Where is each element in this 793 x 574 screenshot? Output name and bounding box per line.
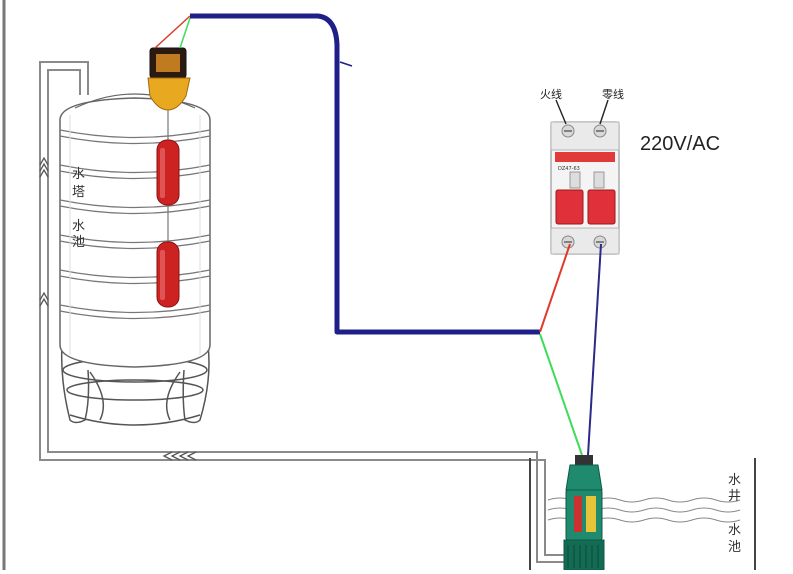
water-tank-icon (59, 93, 211, 426)
live-wire (539, 243, 571, 333)
live-wire-label: 火线 (540, 87, 562, 101)
svg-text:DZ47-63: DZ47-63 (558, 166, 580, 172)
flow-arrow-icon (162, 451, 197, 461)
well-label-char-1: 水 (728, 473, 741, 488)
well-label-char-3: 水 (728, 523, 741, 538)
neutral-wire (587, 243, 602, 456)
voltage-label: 220V/AC (640, 133, 720, 155)
float-switch-icon (147, 47, 191, 308)
submersible-pump-icon (563, 455, 605, 571)
circuit-breaker-icon: DZ47-63 (550, 121, 620, 255)
well-label-char-2: 井 (728, 489, 741, 504)
neutral-wire-label: 零线 (602, 87, 624, 101)
tank-label-char-2: 塔 (72, 185, 85, 200)
tank-label-char-4: 池 (72, 235, 85, 250)
flow-arrow-icon (39, 156, 49, 307)
ground-wire (539, 333, 583, 456)
control-cable (190, 13, 540, 335)
water-pipe (39, 61, 580, 563)
tank-label-char-1: 水 (72, 167, 85, 182)
tank-label-char-3: 水 (72, 219, 85, 234)
well-label-char-4: 池 (728, 540, 741, 555)
